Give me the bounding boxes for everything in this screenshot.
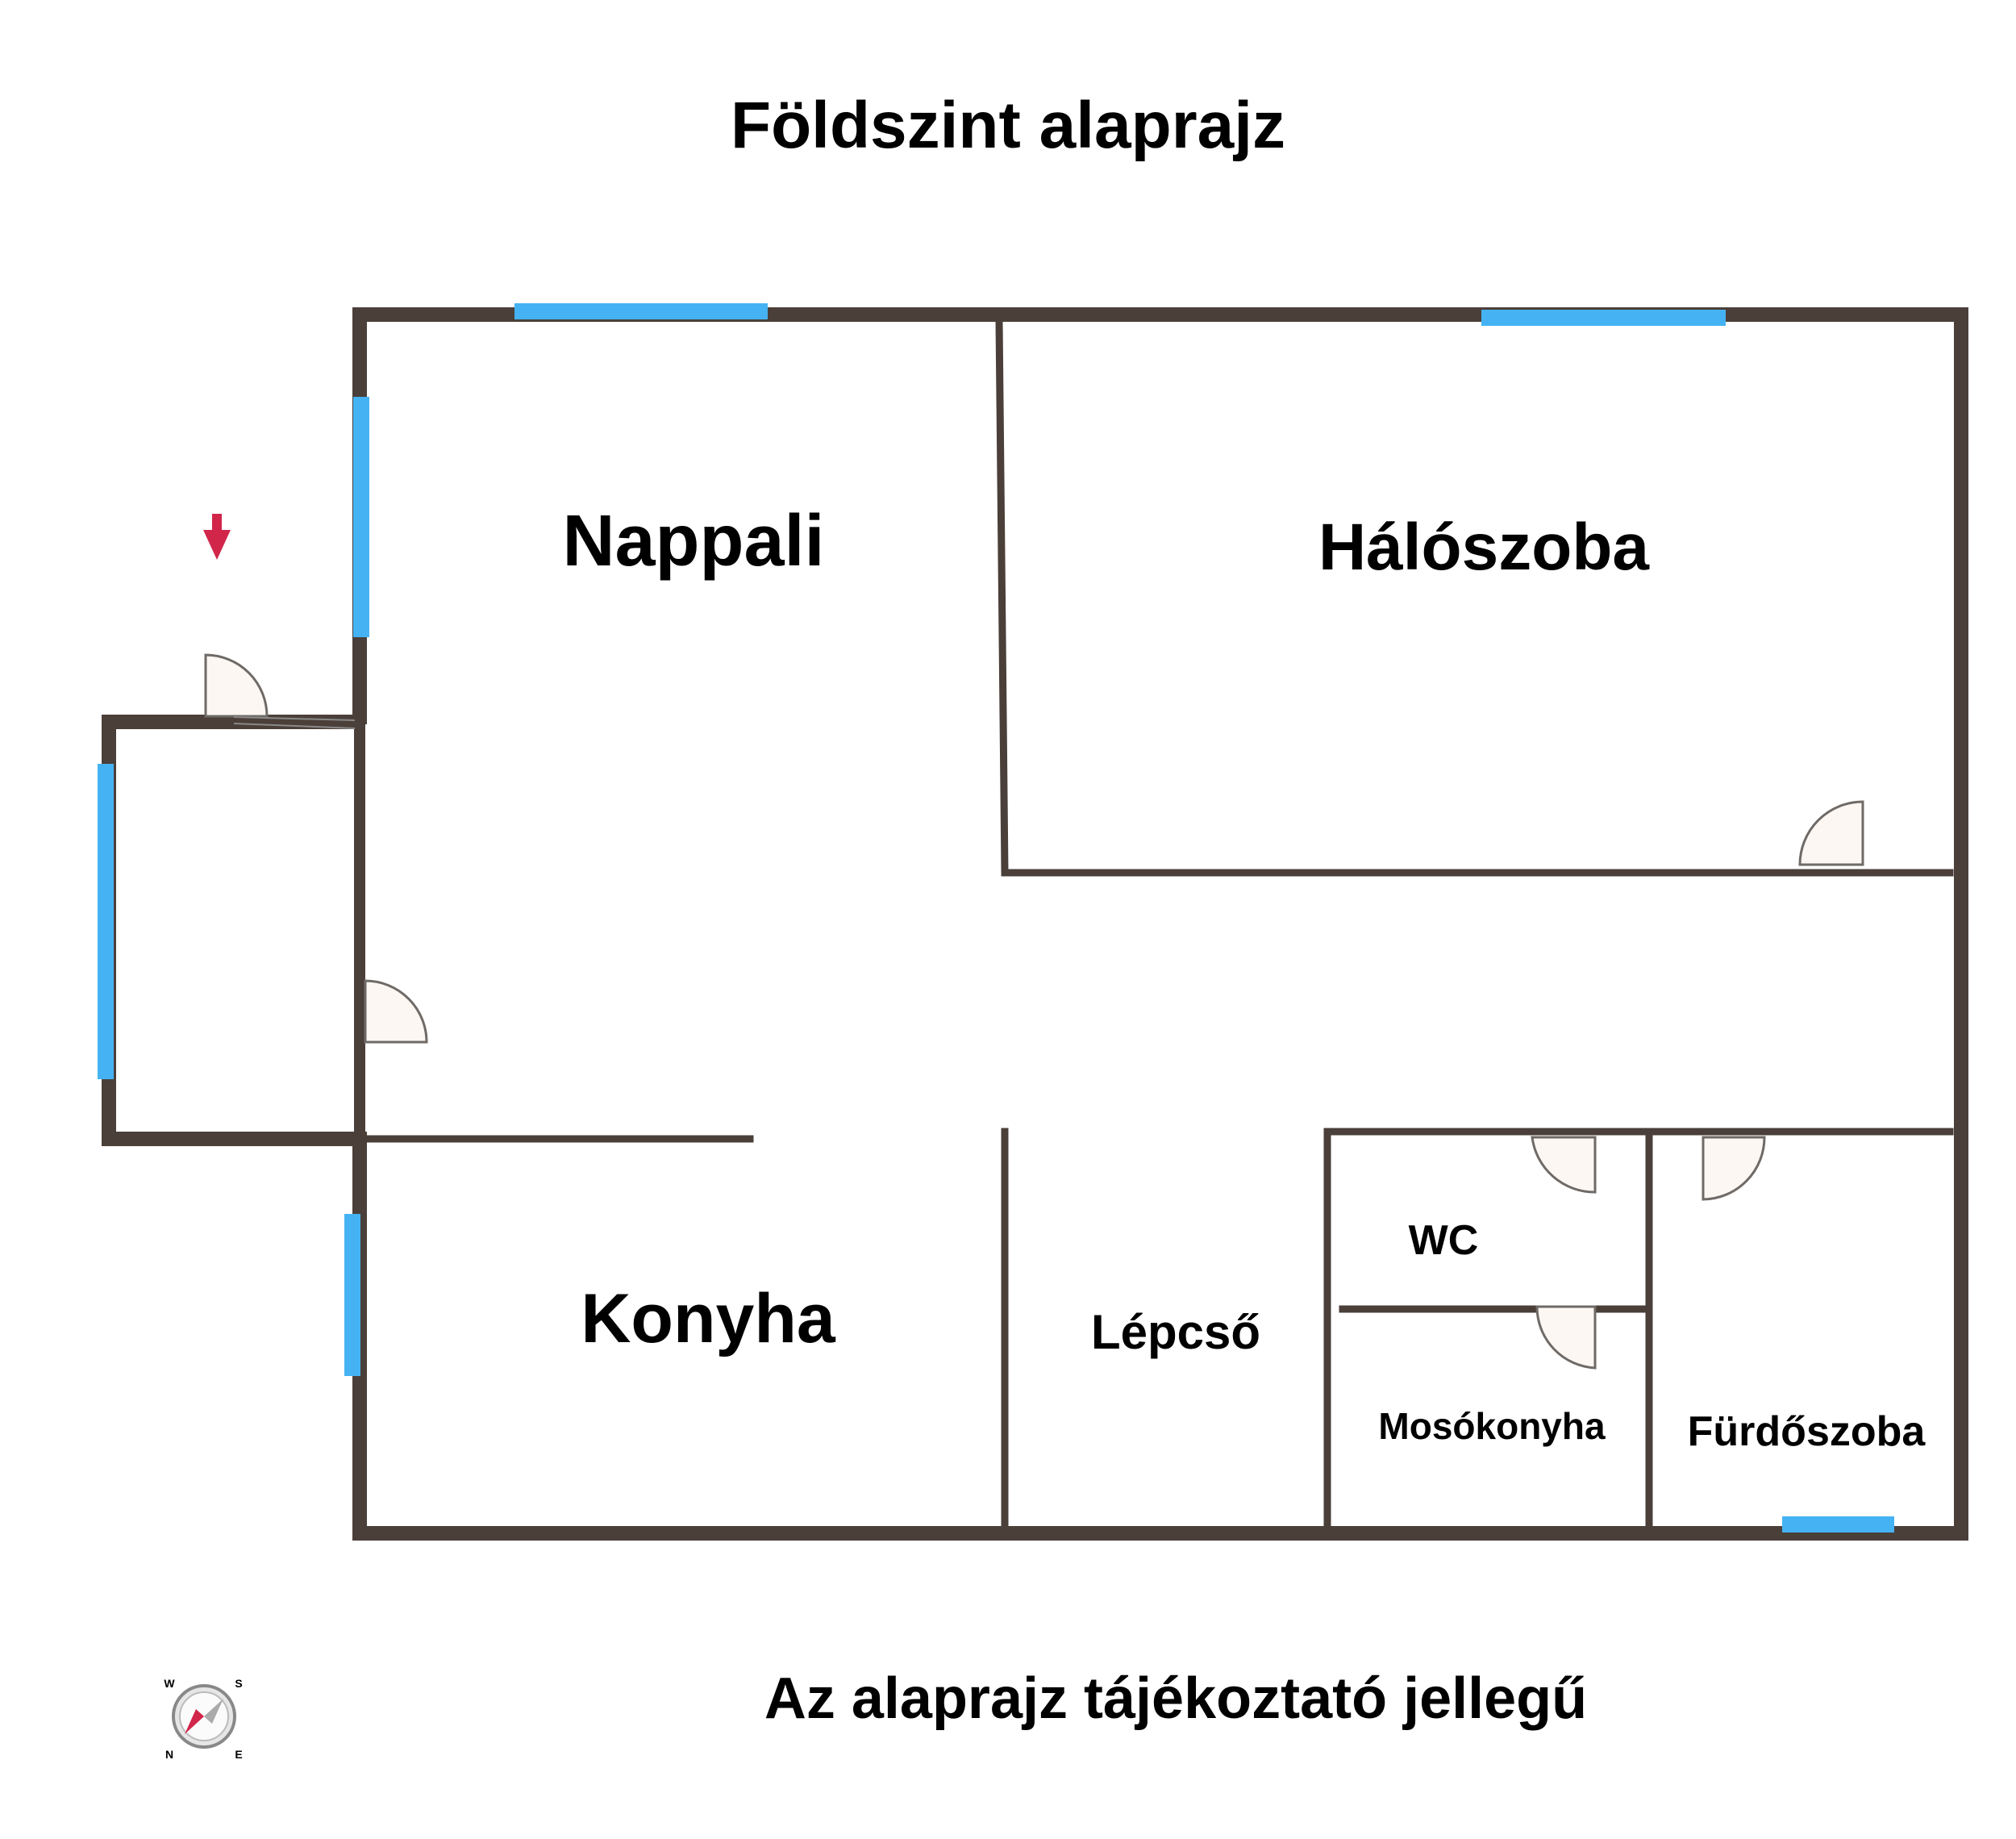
entrance-door xyxy=(204,653,269,718)
compass-label: W xyxy=(164,1677,175,1690)
room-label-wc: WC xyxy=(1409,1217,1479,1264)
door-threshold xyxy=(233,723,356,729)
room-label-mosokonyha: Mosókonyha xyxy=(1378,1405,1606,1447)
plan-disclaimer: Az alaprajz tájékoztató jellegű xyxy=(764,1666,1587,1731)
room-label-haloszoba: Hálószoba xyxy=(1318,511,1650,584)
room-label-konyha: Konyha xyxy=(581,1280,836,1357)
interior-walls xyxy=(363,317,1954,1530)
compass-label: E xyxy=(235,1748,242,1761)
bedroom-wall xyxy=(995,317,1954,877)
vestibule-wall xyxy=(102,715,362,1146)
wc-door xyxy=(1531,1136,1597,1194)
outer-wall xyxy=(352,307,1968,1541)
room-labels: Nappali Hálószoba Konyha Lépcső WC Mosók… xyxy=(562,501,1926,1455)
windows xyxy=(98,303,1894,1532)
room-label-lepcso: Lépcső xyxy=(1091,1305,1260,1359)
doors xyxy=(204,653,1864,1370)
compass-icon: N E S W xyxy=(164,1677,242,1761)
bedroom-door xyxy=(1798,800,1864,866)
entrance-arrow-icon xyxy=(203,514,231,560)
room-label-nappali: Nappali xyxy=(562,501,824,582)
plan-title: Földszint alaprajz xyxy=(731,89,1285,162)
compass-label: N xyxy=(165,1748,173,1761)
laundry-door xyxy=(1535,1305,1597,1370)
wet-rooms-wall xyxy=(1323,1128,1954,1530)
living-room-door xyxy=(364,979,428,1044)
bathroom-door xyxy=(1702,1136,1766,1201)
door-threshold xyxy=(233,716,356,721)
compass-label: S xyxy=(235,1677,242,1690)
outer-walls xyxy=(102,307,1968,1541)
room-label-furdoszoba: Fürdőszoba xyxy=(1688,1408,1926,1455)
